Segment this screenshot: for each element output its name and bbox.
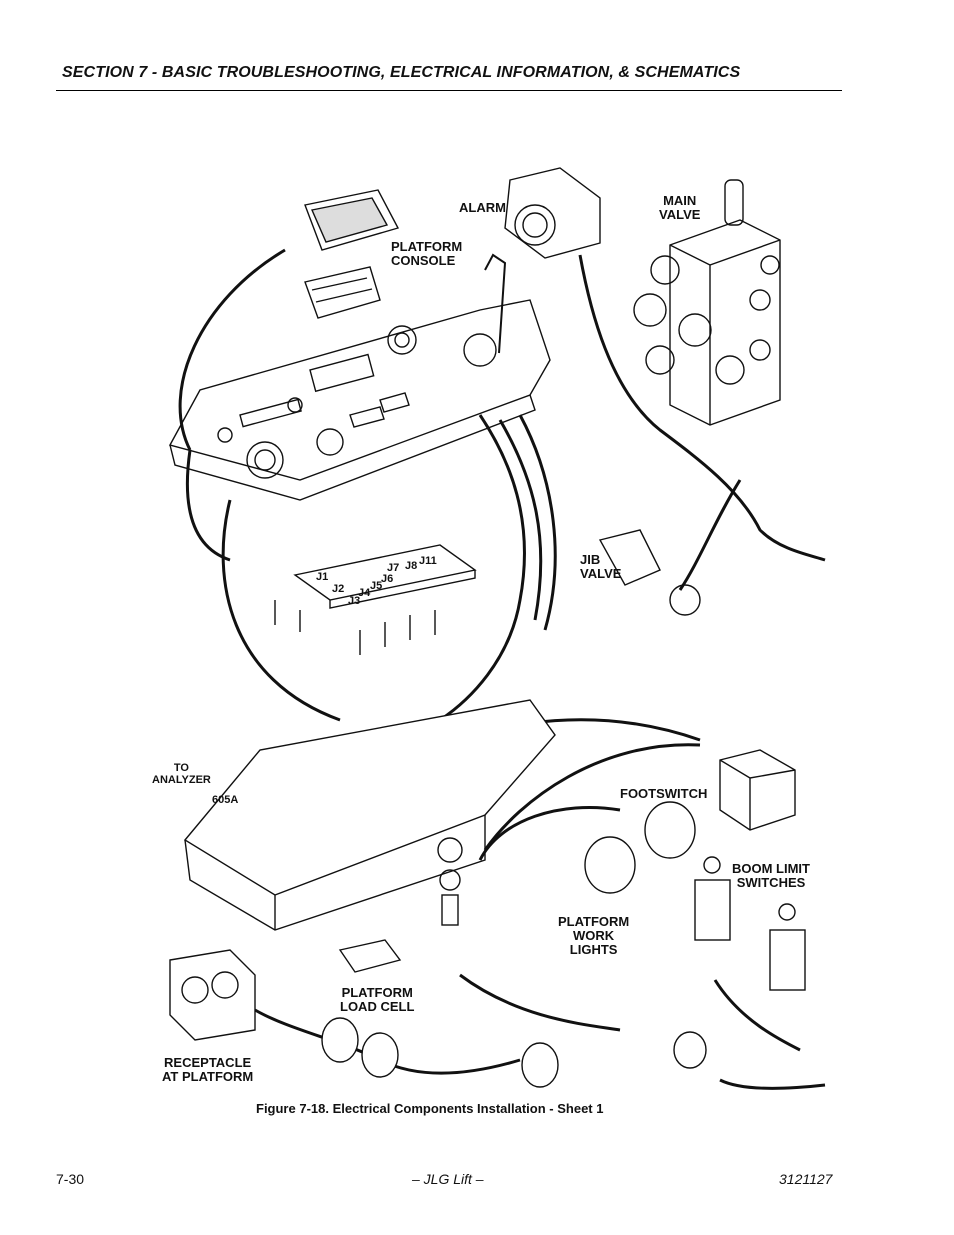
page-number: 7-30 [56, 1171, 85, 1187]
platform-load-cell [338, 939, 402, 973]
label-connector-j5: J5 [370, 580, 383, 592]
label-main-valve-line2: VALVE [659, 207, 701, 222]
label-jib-valve-line2: VALVE [580, 566, 622, 581]
label-main-valve-line1: MAIN [663, 193, 697, 208]
document-number: 3121127 [779, 1171, 833, 1187]
alarm [504, 167, 601, 259]
switch-strip [304, 266, 381, 319]
receptacle-box [169, 949, 256, 1041]
header-rule [56, 90, 842, 91]
plug-connectors [321, 1017, 707, 1088]
label-work-lights-line3: LIGHTS [569, 942, 618, 957]
label-boom-limit-line1: BOOM LIMIT [732, 861, 810, 876]
wiring-harness [178, 248, 826, 1090]
label-connector-j8: J8 [405, 560, 418, 572]
label-receptacle-at-platform: RECEPTACLE AT PLATFORM [162, 1056, 253, 1084]
console-cover-plate [304, 189, 400, 251]
label-platform-console: PLATFORM CONSOLE [391, 240, 462, 268]
label-alarm: ALARM [459, 200, 506, 215]
label-work-lights-line2: WORK [573, 928, 615, 943]
label-to-analyzer: TO ANALYZER [152, 762, 211, 786]
platform-console [168, 253, 551, 501]
label-platform-console-line2: CONSOLE [391, 253, 456, 268]
label-connector-j6: J6 [381, 573, 394, 585]
label-footswitch: FOOTSWITCH [620, 786, 708, 801]
label-connector-j2: J2 [332, 583, 345, 595]
label-platform-console-line1: PLATFORM [391, 239, 463, 254]
label-connector-j3: J3 [348, 595, 361, 607]
jib-valve [598, 529, 701, 616]
label-boom-limit-line2: SWITCHES [736, 875, 806, 890]
footer-publisher: – JLG Lift – [412, 1171, 484, 1187]
bulkhead-fitting [437, 837, 463, 926]
label-load-cell-line2: LOAD CELL [340, 999, 415, 1014]
section-title: SECTION 7 - BASIC TROUBLESHOOTING, ELECT… [62, 64, 741, 81]
label-load-cell-line1: PLATFORM [341, 985, 413, 1000]
label-boom-limit-switches: BOOM LIMIT SWITCHES [732, 862, 810, 890]
boom-limit-switches [694, 856, 806, 991]
label-platform-load-cell: PLATFORM LOAD CELL [340, 986, 414, 1014]
label-jib-valve: JIB VALVE [580, 553, 621, 581]
platform-box [183, 699, 556, 931]
main-valve-block [633, 179, 781, 426]
label-605a: 605A [212, 794, 239, 806]
footswitch [719, 749, 796, 831]
label-platform-work-lights: PLATFORM WORK LIGHTS [558, 915, 629, 957]
label-jib-valve-line1: JIB [580, 552, 601, 567]
electrical-components-drawing [168, 167, 826, 1090]
label-connector-j4: J4 [358, 587, 371, 599]
label-main-valve: MAIN VALVE [659, 194, 700, 222]
label-to-analyzer-line2: ANALYZER [152, 774, 211, 786]
label-connector-j11: J11 [419, 555, 437, 567]
platform-work-lights [584, 801, 696, 894]
label-work-lights-line1: PLATFORM [558, 914, 630, 929]
label-receptacle-line2: AT PLATFORM [162, 1069, 254, 1084]
connector-board [274, 544, 477, 655]
label-to-analyzer-line1: TO [173, 762, 189, 774]
label-connector-j7: J7 [387, 562, 400, 574]
label-connector-j1: J1 [316, 571, 329, 583]
figure-caption: Figure 7-18. Electrical Components Insta… [256, 1101, 604, 1116]
label-receptacle-line1: RECEPTACLE [164, 1055, 252, 1070]
